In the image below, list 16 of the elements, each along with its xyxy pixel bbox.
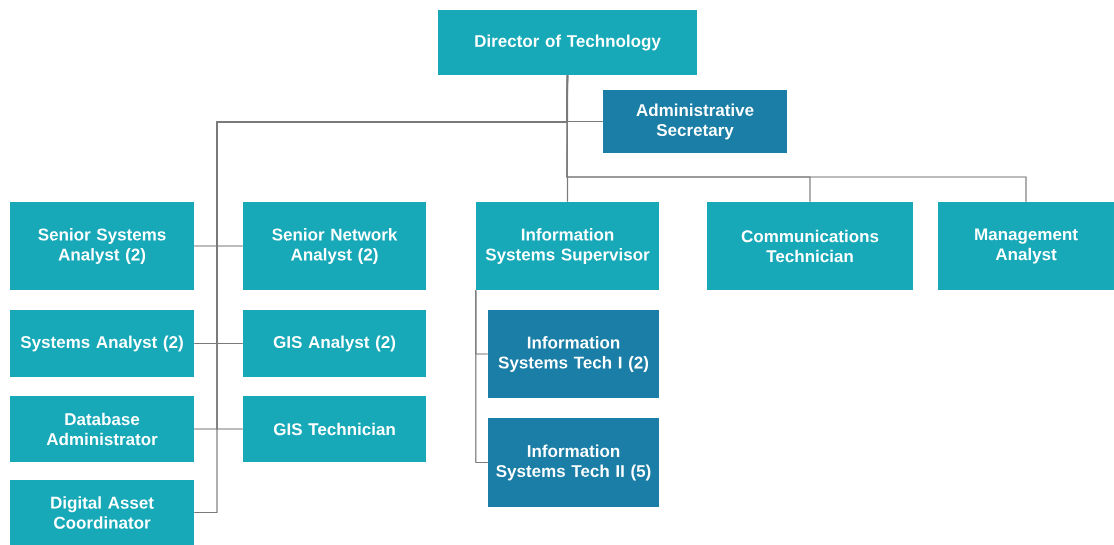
- position-box: Administrative Secretary: [603, 90, 787, 153]
- position-box: Director of Technology: [438, 10, 697, 75]
- position-box: GIS Technician: [243, 396, 426, 462]
- position-box: Systems Analyst (2): [10, 310, 194, 377]
- position-box: Information Systems Tech II (5): [488, 418, 659, 507]
- position-box: Digital Asset Coordinator: [10, 480, 194, 545]
- connector-line: [193, 74, 569, 514]
- position-box: Senior Network Analyst (2): [243, 202, 426, 290]
- position-box: GIS Analyst (2): [243, 310, 426, 377]
- position-box: Information Systems Supervisor: [476, 202, 659, 290]
- position-box: Database Administrator: [10, 396, 194, 462]
- position-box: Senior Systems Analyst (2): [10, 202, 194, 290]
- position-box: Information Systems Tech I (2): [488, 310, 659, 398]
- position-box: Communications Technician: [707, 202, 913, 290]
- connector-line: [475, 289, 489, 464]
- position-box: Management Analyst: [938, 202, 1114, 290]
